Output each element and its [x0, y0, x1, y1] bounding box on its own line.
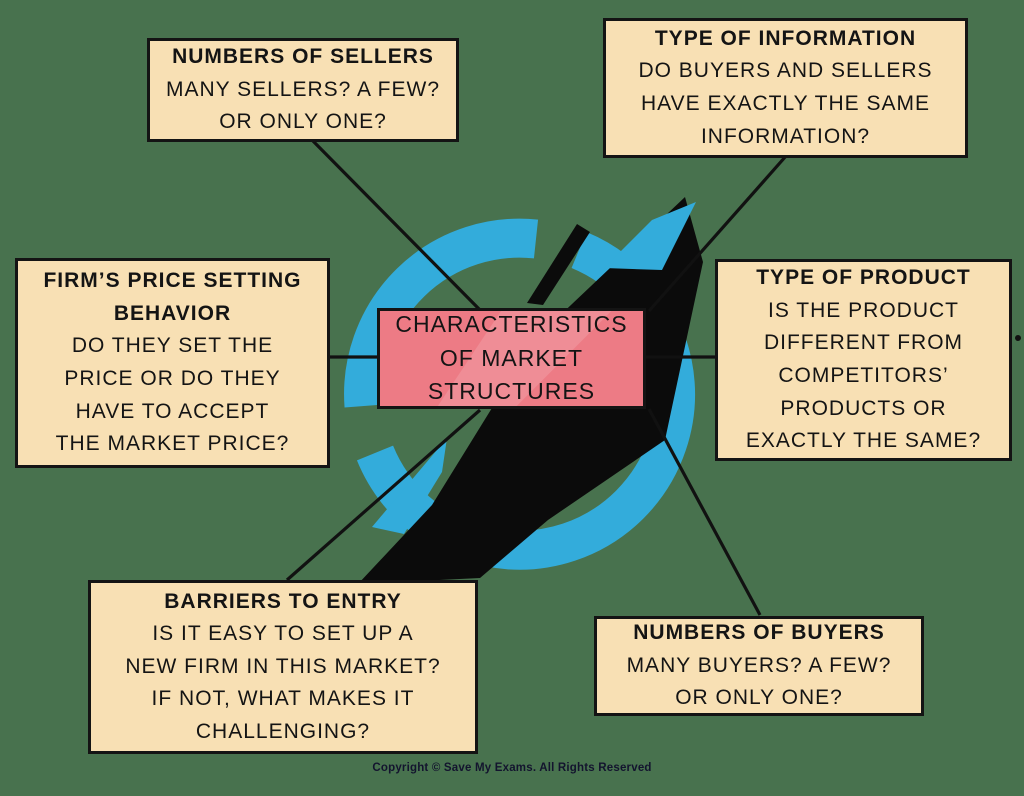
lightning-bolt-sliver: [527, 224, 590, 305]
center-box-characteristics: CHARACTERISTICS OF MARKET STRUCTURES: [377, 308, 646, 409]
box-body: IS IT EASY TO SET UP A NEW FIRM IN THIS …: [125, 622, 441, 743]
box-body: IS THE PRODUCT DIFFERENT FROM COMPETITOR…: [745, 298, 982, 453]
connector-line-information: [647, 154, 788, 313]
box-title: BARRIERS TO ENTRY: [164, 589, 402, 613]
box-numbers-of-buyers: NUMBERS OF BUYERS MANY BUYERS? A FEW? OR…: [594, 616, 924, 716]
box-title: FIRM’S PRICE SETTING BEHAVIOR: [43, 269, 302, 325]
box-title: TYPE OF PRODUCT: [756, 266, 971, 290]
box-body: MANY SELLERS? A FEW? OR ONLY ONE?: [165, 77, 441, 134]
center-box-text: CHARACTERISTICS OF MARKET STRUCTURES: [395, 311, 628, 405]
connector-line-buyers: [647, 408, 762, 616]
box-barriers-to-entry: BARRIERS TO ENTRY IS IT EASY TO SET UP A…: [88, 580, 478, 754]
box-title: NUMBERS OF SELLERS: [172, 45, 434, 69]
box-body: DO THEY SET THE PRICE OR DO THEY HAVE TO…: [55, 334, 290, 456]
swirl-arrow-bottom-icon: [372, 438, 447, 534]
line-stub-dot: [1015, 335, 1021, 341]
box-title: TYPE OF INFORMATION: [654, 26, 917, 50]
copyright-notice: Copyright © Save My Exams. All Rights Re…: [372, 762, 652, 774]
connector-lines: [285, 139, 1021, 616]
box-body: MANY BUYERS? A FEW? OR ONLY ONE?: [626, 653, 892, 710]
box-type-of-information: TYPE OF INFORMATION DO BUYERS AND SELLER…: [603, 18, 968, 158]
box-type-of-product: TYPE OF PRODUCT IS THE PRODUCT DIFFERENT…: [715, 259, 1012, 461]
box-body: DO BUYERS AND SELLERS HAVE EXACTLY THE S…: [638, 59, 933, 148]
connector-line-sellers: [311, 139, 482, 312]
connector-line-barriers: [285, 408, 482, 582]
box-numbers-of-sellers: NUMBERS OF SELLERS MANY SELLERS? A FEW? …: [147, 38, 459, 142]
box-title: NUMBERS OF BUYERS: [633, 621, 885, 645]
box-firms-price-setting-behavior: FIRM’S PRICE SETTING BEHAVIOR DO THEY SE…: [15, 258, 330, 468]
swirl-arrow-top-icon: [604, 202, 696, 270]
